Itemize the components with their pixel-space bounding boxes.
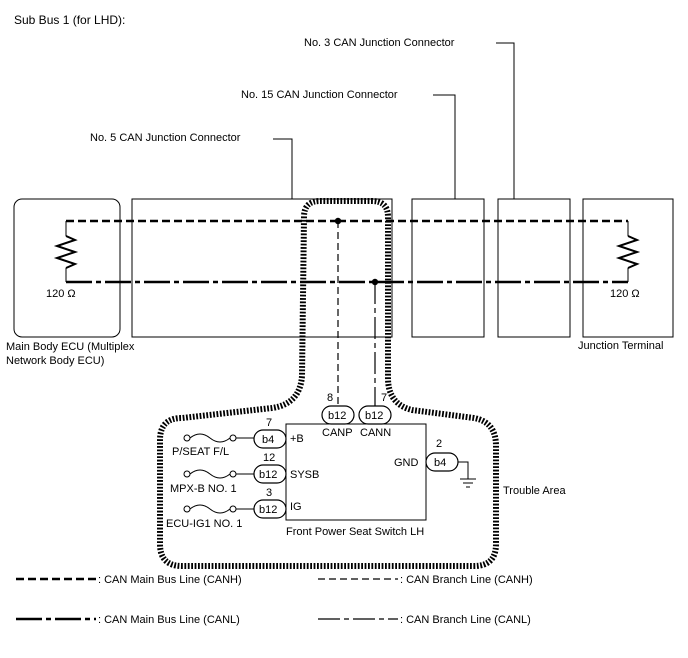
left-resistor <box>53 235 79 269</box>
fuse-1-label: P/SEAT F/L <box>172 446 229 458</box>
pin-7-cann-number: 7 <box>381 392 387 404</box>
legend-branch-canh-label: : CAN Branch Line (CANH) <box>400 574 533 586</box>
gnd-signal-label: GND <box>394 457 419 469</box>
fuse-1-icon <box>189 433 231 443</box>
seat-switch-name: Front Power Seat Switch LH <box>286 526 424 538</box>
main-body-ecu-label-2: Network Body ECU) <box>6 355 104 367</box>
pin-2-number: 2 <box>436 438 442 450</box>
fuse-2-terminal-left <box>183 470 191 478</box>
cann-connector-pill <box>358 405 392 425</box>
canp-connector-label: b12 <box>328 410 346 422</box>
trouble-area-outline <box>157 198 499 569</box>
canp-signal-label: CANP <box>322 427 353 439</box>
fuse-2-label: MPX-B NO. 1 <box>170 483 237 495</box>
fuse-1-terminal-right <box>229 434 237 442</box>
pin-7-b-number: 7 <box>266 417 272 429</box>
gnd-wire <box>458 461 469 479</box>
fuse-1-terminal-left <box>183 434 191 442</box>
legend-main-canh-label: : CAN Main Bus Line (CANH) <box>98 574 242 586</box>
legend-main-canl-label: : CAN Main Bus Line (CANL) <box>98 614 240 626</box>
fuse-2-icon <box>189 469 231 479</box>
ig-connector-label: b12 <box>259 504 277 516</box>
legend-branch-canl-label: : CAN Branch Line (CANL) <box>400 614 531 626</box>
right-resistor-value: 120 Ω <box>610 288 640 300</box>
gnd-connector-label: b4 <box>434 457 446 469</box>
junction-terminal-label: Junction Terminal <box>578 340 663 352</box>
fuse-3-label: ECU-IG1 NO. 1 <box>166 518 242 530</box>
plus-b-signal-label: +B <box>290 433 304 445</box>
right-resistor <box>615 235 641 269</box>
pin-3-number: 3 <box>266 487 272 499</box>
no3-connector-label: No. 3 CAN Junction Connector <box>304 37 455 49</box>
no3-connector-leader <box>496 42 515 199</box>
sysb-signal-label: SYSB <box>290 469 319 481</box>
fuse-3-terminal-left <box>183 505 191 513</box>
plus-b-connector-label: b4 <box>262 434 274 446</box>
no5-connector-leader <box>273 138 293 199</box>
canp-connector-pill <box>321 405 355 425</box>
cann-signal-label: CANN <box>360 427 391 439</box>
plus-b-connector-pill <box>253 429 287 449</box>
ig-signal-label: IG <box>290 501 302 513</box>
pin-12-number: 12 <box>263 452 275 464</box>
seat-switch-box <box>285 423 427 521</box>
cann-connector-label: b12 <box>365 410 383 422</box>
left-resistor-value: 120 Ω <box>46 288 76 300</box>
pin-8-number: 8 <box>327 392 333 404</box>
fuse-3-icon <box>189 504 231 514</box>
no5-connector-label: No. 5 CAN Junction Connector <box>90 132 241 144</box>
main-body-ecu-label-1: Main Body ECU (Multiplex <box>6 341 135 353</box>
diagram-title: Sub Bus 1 (for LHD): <box>14 13 125 27</box>
no15-connector-leader <box>433 94 456 199</box>
no15-connector-label: No. 15 CAN Junction Connector <box>241 89 398 101</box>
sysb-connector-label: b12 <box>259 469 277 481</box>
trouble-area-label: Trouble Area <box>503 485 566 497</box>
fuse-3-terminal-right <box>229 505 237 513</box>
fuse-2-terminal-right <box>229 470 237 478</box>
